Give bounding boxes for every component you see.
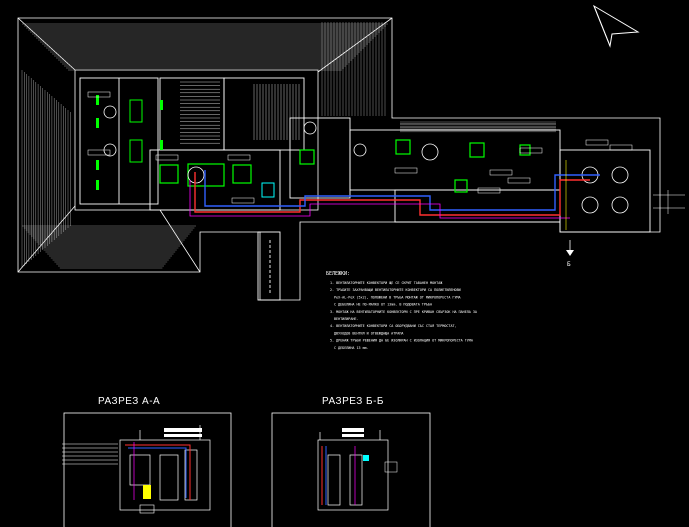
section-mark: Б <box>566 240 574 268</box>
note-line: ВЕНТИЛИРАНЕ. <box>334 317 359 321</box>
fan-coil-unit <box>232 164 252 184</box>
note-line: 3. МОНТАЖ НА ВЕНТИЛАТОРНИТЕ КОНВЕКТОРИ С… <box>330 310 477 314</box>
note-line: С ДЕБЕЛИНА НЕ ПО-МАЛКО ОТ 13mm. В ПОДОВА… <box>334 303 432 307</box>
air-diffuser <box>103 105 117 119</box>
equipment-tag <box>477 187 501 194</box>
equipment-tag <box>609 144 633 151</box>
air-diffuser <box>187 166 205 184</box>
equipment-tag <box>519 147 543 154</box>
equipment-tag <box>585 139 609 146</box>
pipe-run <box>189 180 570 219</box>
section-mark-label: Б <box>567 261 571 268</box>
section-a: РАЗРЕЗ А-А <box>62 396 232 527</box>
duct-routes <box>189 160 600 230</box>
return-duct <box>204 170 600 211</box>
roof-hatching <box>21 22 556 269</box>
air-diffuser <box>421 143 439 161</box>
fan-coil-unit <box>159 164 179 184</box>
section-b: РАЗРЕЗ Б-Б <box>271 396 431 527</box>
fan-coil-unit <box>395 139 411 155</box>
air-diffuser <box>581 196 599 214</box>
air-diffuser <box>353 143 367 157</box>
note-line: PeX-AL-PeX (5х2), ПОЛОЖЕНИ В ТРЪБА МОНТА… <box>334 295 461 299</box>
air-diffuser <box>611 166 629 184</box>
equipment-tag <box>394 167 418 174</box>
stairs <box>180 81 300 144</box>
section-a-title: РАЗРЕЗ А-А <box>98 396 160 407</box>
note-line: 2. ТРЪБИТЕ ЗАХРАНВАЩИ ВЕНТИЛАТОРНИТЕ КОН… <box>330 288 461 292</box>
plan-tags <box>87 91 633 204</box>
air-diffuser <box>611 196 629 214</box>
supply-duct <box>194 172 590 216</box>
equipment-layer <box>96 95 629 214</box>
fan-coil-unit <box>469 142 485 158</box>
note-line: 1. ВЕНТИЛАТОРНИТЕ КОНВЕКТОРИ ЩЕ СЕ СКРИТ… <box>330 281 443 285</box>
equipment-tag <box>489 169 513 176</box>
note-line: 5. ДРЕНАЖ ТРЪБИ РЕШЕНИЯ ДА БЕ ИЗОЛИРАН С… <box>330 339 473 343</box>
fan-coil-unit <box>454 179 468 193</box>
notes-title: БЕЛЕЖКИ: <box>326 271 350 277</box>
room-walls <box>79 77 651 301</box>
note-line: 4. ВЕНТИЛАТОРНИТЕ КОНВЕКТОРИ СА ОБОРУДВА… <box>330 324 457 328</box>
equipment-tag <box>87 149 111 156</box>
dimension-lines <box>653 190 685 214</box>
equipment-tag <box>507 177 531 184</box>
fan-coil-unit <box>299 149 315 165</box>
equipment-tag <box>231 197 255 204</box>
equipment-tag <box>87 91 111 98</box>
notes-block: БЕЛЕЖКИ: 1. ВЕНТИЛАТОРНИТЕ КОНВЕКТОРИ ЩЕ… <box>326 271 477 350</box>
equipment-tag <box>227 154 251 161</box>
section-b-title: РАЗРЕЗ Б-Б <box>322 396 384 407</box>
air-diffuser <box>303 121 317 135</box>
note-line: С ДЕБЕЛИНА 13 mm. <box>334 346 369 350</box>
note-line: ДВУХОДОВ ВЕНТИЛ И ОТВЕЖДАЩА АТРАПА <box>334 331 403 335</box>
equipment-tag <box>155 154 179 161</box>
north-arrow-icon <box>592 4 640 48</box>
